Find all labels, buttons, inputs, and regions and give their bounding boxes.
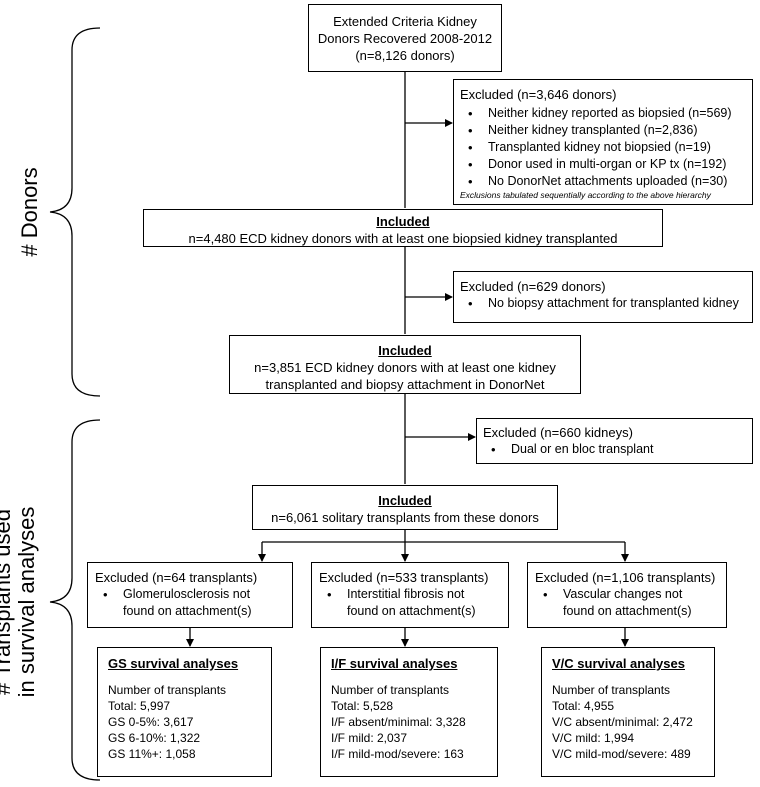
table-row: GS 0-5%: 3,617 [108, 715, 194, 729]
gs-subhead: Number of transplants [108, 683, 227, 697]
if-survival-box: I/F survival analyses Number of transpla… [320, 647, 498, 777]
list-item: Interstitial fibrosis not [319, 586, 508, 603]
excluded-donors-box-2: Excluded (n=629 donors) No biopsy attach… [453, 271, 753, 323]
excl-vc-list: Vascular changes not [535, 586, 726, 603]
included1-text: n=4,480 ECD kidney donors with at least … [188, 231, 618, 246]
included-donors-box-2: Included n=3,851 ECD kidney donors with … [229, 335, 581, 394]
excluded3-list: Dual or en bloc transplant [483, 441, 752, 458]
excl-vc-title: Excluded (n=1,106 transplants) [535, 570, 716, 585]
list-item: Dual or en bloc transplant [483, 441, 752, 458]
included3-text: n=6,061 solitary transplants from these … [271, 510, 539, 525]
excluded3-title: Excluded (n=660 kidneys) [483, 425, 633, 440]
table-row: Total: 5,997 [108, 699, 171, 713]
excluded2-title: Excluded (n=629 donors) [460, 279, 606, 294]
transplants-label-line1: # Transplants used [0, 509, 15, 695]
vc-survival-box: V/C survival analyses Number of transpla… [541, 647, 715, 777]
excl-gs-list: Glomerulosclerosis not [95, 586, 292, 603]
exclusions-note: Exclusions tabulated sequentially accord… [460, 190, 711, 200]
included-transplants-box: Included n=6,061 solitary transplants fr… [252, 485, 558, 530]
excluded1-list: Neither kidney reported as biopsied (n=5… [460, 105, 752, 190]
list-item: No DonorNet attachments uploaded (n=30) [460, 173, 752, 190]
table-row: I/F absent/minimal: 3,328 [331, 715, 466, 729]
included1-heading: Included [376, 214, 430, 229]
donors-label-text: # Donors [17, 167, 42, 257]
included2-line1: n=3,851 ECD kidney donors with at least … [254, 360, 556, 375]
excl-if-list: Interstitial fibrosis not [319, 586, 508, 603]
excl-gs-line2: found on attachment(s) [123, 604, 252, 618]
list-item: Transplanted kidney not biopsied (n=19) [460, 139, 752, 156]
excl-if-line1: Interstitial fibrosis not [347, 587, 465, 601]
excluded2-list: No biopsy attachment for transplanted ki… [460, 295, 752, 312]
list-item: Neither kidney transplanted (n=2,836) [460, 122, 752, 139]
transplants-label-line2: in survival analyses [14, 506, 39, 698]
table-row: Total: 4,955 [552, 699, 615, 713]
table-row: I/F mild-mod/severe: 163 [331, 747, 464, 761]
list-item: Neither kidney reported as biopsied (n=5… [460, 105, 752, 122]
list-item: No biopsy attachment for transplanted ki… [460, 295, 752, 312]
table-row: V/C mild-mod/severe: 489 [552, 747, 691, 761]
recovered-line1: Extended Criteria Kidney [333, 14, 477, 29]
transplants-side-label: # Transplants used in survival analyses [0, 502, 39, 702]
excl-gs-line1: Glomerulosclerosis not [123, 587, 251, 601]
vc-heading: V/C survival analyses [552, 656, 685, 671]
if-heading: I/F survival analyses [331, 656, 458, 671]
recovered-line3: (n=8,126 donors) [355, 48, 455, 63]
excluded-vc-box: Excluded (n=1,106 transplants) Vascular … [527, 562, 727, 628]
excl-gs-title: Excluded (n=64 transplants) [95, 570, 258, 585]
excl-vc-line2: found on attachment(s) [563, 604, 692, 618]
if-subhead: Number of transplants [331, 683, 450, 697]
excluded-gs-box: Excluded (n=64 transplants) Glomeruloscl… [87, 562, 293, 628]
table-row: Total: 5,528 [331, 699, 394, 713]
included-donors-box-1: Included n=4,480 ECD kidney donors with … [143, 209, 663, 247]
excluded-if-box: Excluded (n=533 transplants) Interstitia… [311, 562, 509, 628]
excluded-donors-box-1: Excluded (n=3,646 donors) Neither kidney… [453, 79, 753, 205]
recovered-donors-box: Extended Criteria Kidney Donors Recovere… [308, 4, 502, 72]
excluded-kidneys-box: Excluded (n=660 kidneys) Dual or en bloc… [476, 418, 753, 464]
vc-subhead: Number of transplants [552, 683, 671, 697]
table-row: V/C mild: 1,994 [552, 731, 635, 745]
recovered-line2: Donors Recovered 2008-2012 [317, 31, 493, 46]
included3-heading: Included [378, 493, 432, 508]
excl-if-line2: found on attachment(s) [347, 604, 476, 618]
excl-vc-line1: Vascular changes not [563, 587, 683, 601]
table-row: GS 11%+: 1,058 [108, 747, 196, 761]
table-row: GS 6-10%: 1,322 [108, 731, 201, 745]
excl-if-title: Excluded (n=533 transplants) [319, 570, 489, 585]
included2-line2: transplanted and biopsy attachment in Do… [265, 377, 545, 392]
donors-side-label: # Donors [17, 152, 42, 272]
excluded1-title: Excluded (n=3,646 donors) [460, 87, 617, 102]
gs-survival-box: GS survival analyses Number of transplan… [97, 647, 272, 777]
list-item: Donor used in multi-organ or KP tx (n=19… [460, 156, 752, 173]
included2-heading: Included [378, 343, 432, 358]
list-item: Vascular changes not [535, 586, 726, 603]
table-row: V/C absent/minimal: 2,472 [552, 715, 693, 729]
gs-heading: GS survival analyses [108, 656, 239, 671]
list-item: Glomerulosclerosis not [95, 586, 292, 603]
table-row: I/F mild: 2,037 [331, 731, 408, 745]
